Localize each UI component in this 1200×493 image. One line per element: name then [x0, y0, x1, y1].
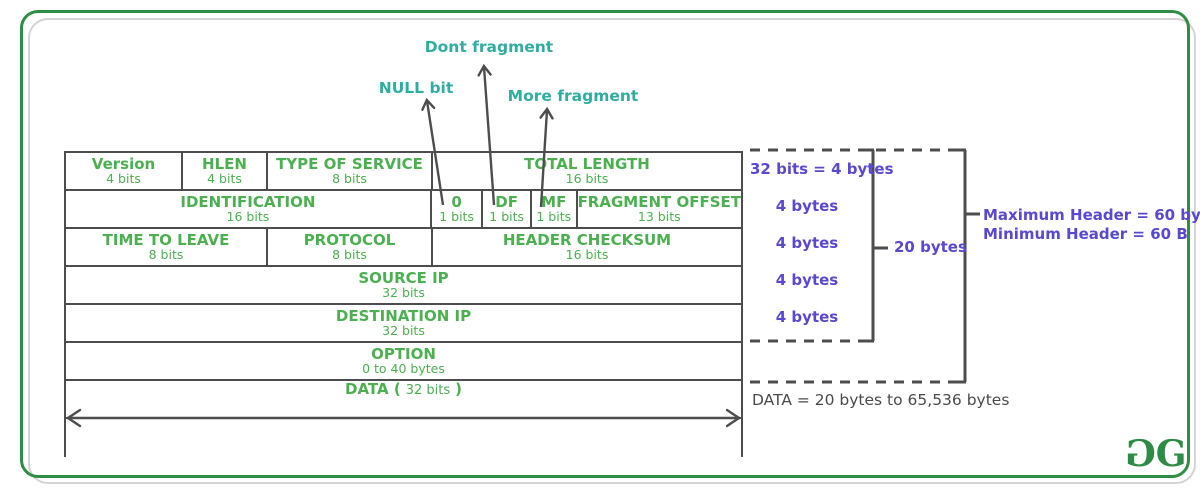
- geeksforgeeks-logo: GG: [1128, 433, 1187, 475]
- cell-label: DF: [495, 192, 518, 211]
- cell-version: Version 4 bits: [66, 153, 183, 189]
- min-header-label: Minimum Header = 60 B: [983, 225, 1188, 243]
- diagram-frame: [20, 10, 1190, 478]
- table-row: OPTION 0 to 40 bytes: [66, 343, 741, 381]
- cell-mf-flag: MF 1 bits: [532, 191, 578, 227]
- cell-label: HLEN: [202, 154, 247, 173]
- table-row: TIME TO LEAVE 8 bits PROTOCOL 8 bits HEA…: [66, 229, 741, 267]
- cell-sub: 32 bits: [405, 383, 451, 398]
- cell-df-flag: DF 1 bits: [483, 191, 532, 227]
- logo-g: G: [1155, 433, 1187, 475]
- cell-total-length: TOTAL LENGTH 16 bits: [433, 153, 741, 189]
- cell-sub: 0 to 40 bytes: [362, 361, 445, 377]
- null-bit-label: NULL bit: [378, 79, 454, 97]
- table-right-border-stub: [741, 417, 743, 457]
- cell-sub: 8 bits: [148, 247, 184, 263]
- cell-sub: 4 bits: [106, 171, 141, 187]
- cell-label: OPTION: [371, 344, 436, 363]
- cell-sub: 4 bits: [207, 171, 242, 187]
- cell-option: OPTION 0 to 40 bytes: [66, 343, 741, 379]
- more-fragment-label: More fragment: [507, 87, 639, 105]
- cell-sub: 32 bits: [382, 285, 425, 301]
- cell-sub: 8 bits: [332, 247, 367, 263]
- cell-sub: 1 bits: [489, 209, 525, 225]
- cell-identification: IDENTIFICATION 16 bits: [66, 191, 432, 227]
- row-size-label: 4 bytes: [775, 197, 839, 215]
- cell-sub: 13 bits: [637, 209, 681, 225]
- cell-label: Version: [91, 154, 156, 173]
- cell-sub: 16 bits: [565, 171, 609, 187]
- cell-data: DATA ( 32 bits ): [66, 381, 741, 417]
- cell-label: IDENTIFICATION: [180, 192, 316, 211]
- cell-hlen: HLEN 4 bits: [183, 153, 268, 189]
- cell-flag-zero: 0 1 bits: [432, 191, 484, 227]
- table-row: SOURCE IP 32 bits: [66, 267, 741, 305]
- cell-sub: 1 bits: [439, 209, 474, 225]
- cell-label: HEADER CHECKSUM: [502, 230, 672, 249]
- cell-label: TIME TO LEAVE: [102, 230, 230, 249]
- cell-label: MF: [541, 192, 567, 211]
- logo-g-flipped: G: [1128, 433, 1156, 475]
- row-size-label: 32 bits = 4 bytes: [750, 160, 894, 178]
- ipv4-header-table: Version 4 bits HLEN 4 bits TYPE OF SERVI…: [64, 151, 743, 419]
- cell-protocol: PROTOCOL 8 bits: [268, 229, 433, 265]
- row-size-label: 4 bytes: [775, 308, 839, 326]
- cell-sub: 32 bits: [382, 323, 425, 339]
- cell-label: PROTOCOL: [303, 230, 396, 249]
- cell-label: TYPE OF SERVICE: [276, 154, 423, 173]
- table-row: IDENTIFICATION 16 bits 0 1 bits DF 1 bit…: [66, 191, 741, 229]
- cell-label: DESTINATION IP: [335, 306, 472, 325]
- cell-type-of-service: TYPE OF SERVICE 8 bits: [268, 153, 433, 189]
- cell-time-to-leave: TIME TO LEAVE 8 bits: [66, 229, 268, 265]
- cell-label: 0: [451, 192, 462, 211]
- dont-fragment-label: Dont fragment: [424, 38, 554, 56]
- cell-sub: 16 bits: [565, 247, 609, 263]
- table-row: DATA ( 32 bits ): [66, 381, 741, 419]
- twenty-bytes-label: 20 bytes: [894, 238, 967, 256]
- table-row: Version 4 bits HLEN 4 bits TYPE OF SERVI…: [66, 153, 741, 191]
- cell-sub: 16 bits: [226, 209, 270, 225]
- data-range-label: DATA = 20 bytes to 65,536 bytes: [752, 391, 1010, 409]
- cell-sub: 1 bits: [536, 209, 572, 225]
- cell-header-checksum: HEADER CHECKSUM 16 bits: [433, 229, 741, 265]
- row-size-label: 4 bytes: [775, 234, 839, 252]
- frame-shadow: [28, 18, 1196, 484]
- table-left-border-stub: [64, 417, 66, 457]
- cell-label-suffix: ): [455, 380, 462, 398]
- cell-label: FRAGMENT OFFSET: [577, 192, 741, 211]
- cell-sub: 8 bits: [332, 171, 367, 187]
- cell-fragment-offset: FRAGMENT OFFSET 13 bits: [578, 191, 741, 227]
- cell-label: SOURCE IP: [358, 268, 449, 287]
- cell-destination-ip: DESTINATION IP 32 bits: [66, 305, 741, 341]
- row-size-label: 4 bytes: [775, 271, 839, 289]
- cell-source-ip: SOURCE IP 32 bits: [66, 267, 741, 303]
- max-header-label: Maximum Header = 60 bytes: [983, 206, 1200, 224]
- table-row: DESTINATION IP 32 bits: [66, 305, 741, 343]
- cell-label: TOTAL LENGTH: [524, 154, 650, 173]
- cell-label: DATA (: [345, 380, 401, 398]
